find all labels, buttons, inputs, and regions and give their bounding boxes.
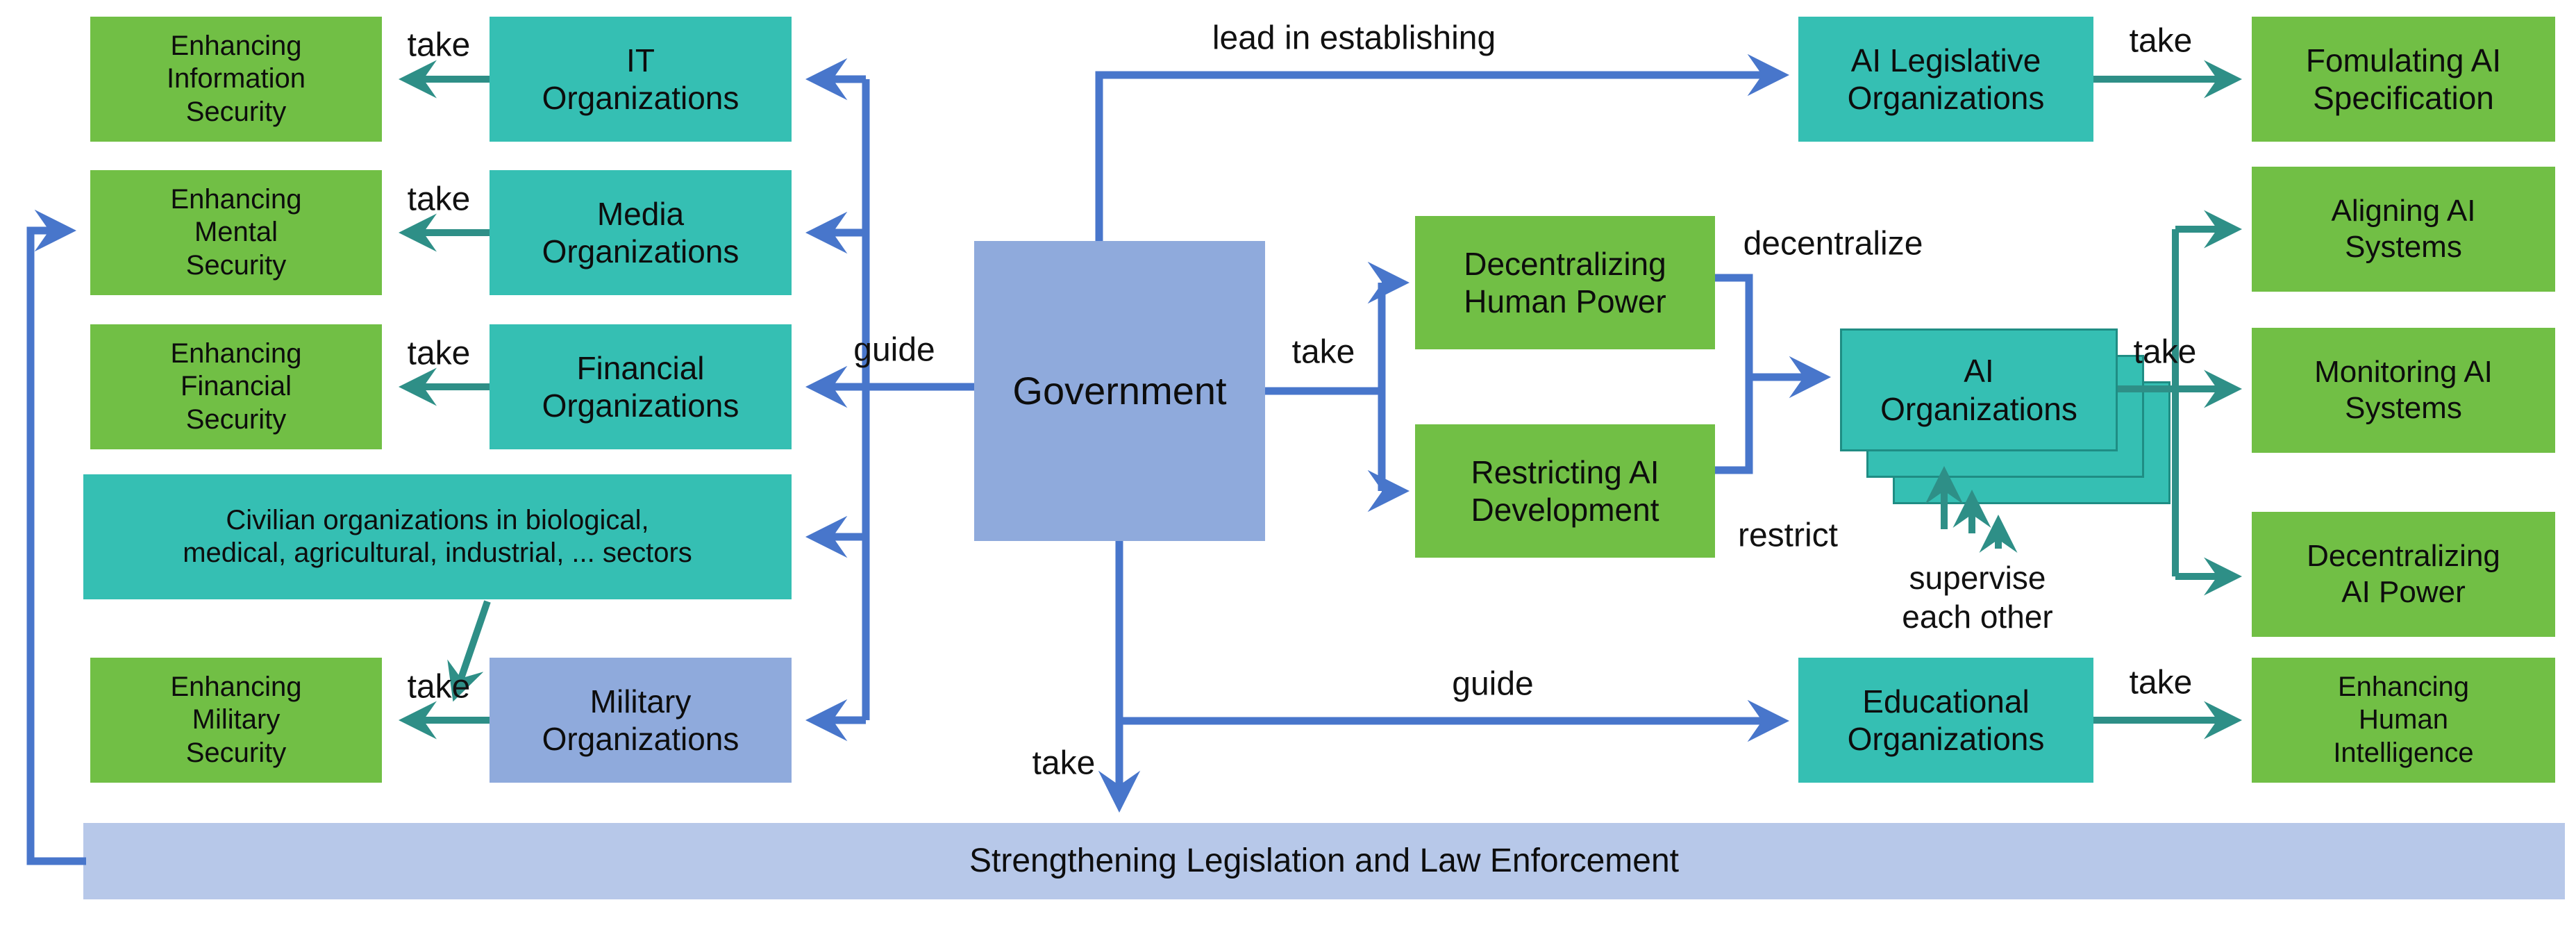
node-monitoring-ai-systems: Monitoring AI Systems [2252,328,2555,453]
node-ai-organizations: AI Organizations [1840,328,2118,451]
node-civilian-organizations: Civilian organizations in biological, me… [83,474,792,599]
node-it-organizations: IT Organizations [490,17,792,142]
node-media-organizations: Media Organizations [490,170,792,295]
node-enhancing-mental-security: Enhancing Mental Security [90,170,382,295]
node-restricting-ai-development: Restricting AI Development [1415,424,1715,558]
node-enhancing-financial-security: Enhancing Financial Security [90,324,382,449]
node-financial-organizations: Financial Organizations [490,324,792,449]
node-decentralizing-human-power: Decentralizing Human Power [1415,216,1715,349]
node-enhancing-human-intelligence: Enhancing Human Intelligence [2252,658,2555,783]
node-ai-legislative-organizations: AI Legislative Organizations [1798,17,2093,142]
node-fomulating-ai-specification: Fomulating AI Specification [2252,17,2555,142]
node-aligning-ai-systems: Aligning AI Systems [2252,167,2555,292]
node-enhancing-information-security: Enhancing Information Security [90,17,382,142]
node-government: Government [974,241,1265,541]
node-strengthening-legislation-bar: Strengthening Legislation and Law Enforc… [83,823,2565,899]
node-educational-organizations: Educational Organizations [1798,658,2093,783]
node-military-organizations: Military Organizations [490,658,792,783]
node-enhancing-military-security: Enhancing Military Security [90,658,382,783]
node-decentralizing-ai-power: Decentralizing AI Power [2252,512,2555,637]
